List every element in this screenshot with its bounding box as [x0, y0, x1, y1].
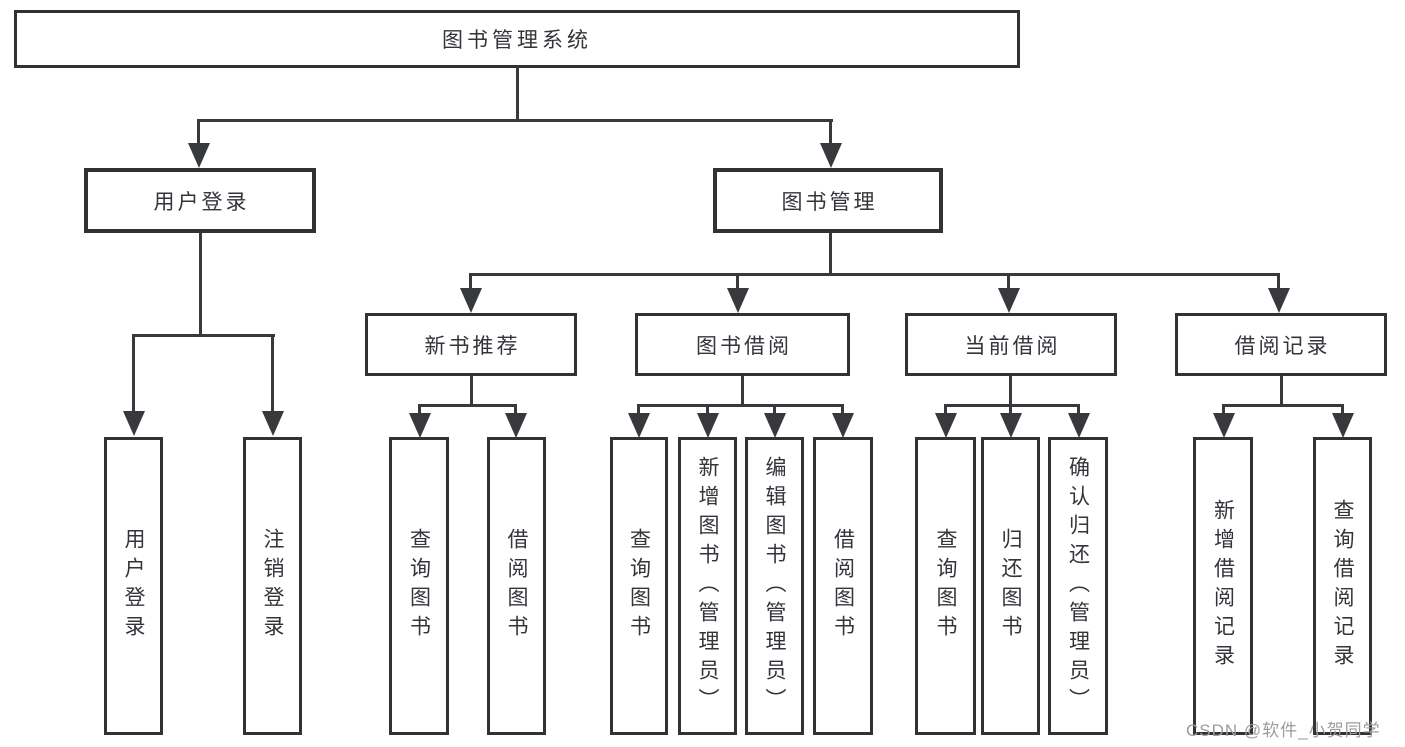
connector-line — [1222, 407, 1225, 414]
connector-line — [1009, 407, 1012, 414]
leaf-query-books-borrow: 查询图书 — [610, 437, 668, 735]
arrowhead-down-icon — [935, 413, 957, 438]
leaf-label: 借阅图书 — [831, 528, 855, 644]
leaf-query-borrow-record: 查询借阅记录 — [1313, 437, 1372, 735]
node-book-management: 图书管理 — [713, 168, 943, 233]
node-new-book-recommend: 新书推荐 — [365, 313, 577, 376]
leaf-add-books-admin: 新增图书（管理员） — [678, 437, 737, 735]
leaf-label: 注销登录 — [261, 528, 284, 644]
node-book-management-label: 图书管理 — [781, 190, 878, 214]
arrowhead-down-icon — [1268, 288, 1290, 313]
csdn-watermark: CSDN @软件_小贺同学 — [1186, 721, 1381, 740]
connector-line — [470, 376, 473, 407]
arrowhead-down-icon — [1000, 413, 1022, 438]
leaf-label: 编辑图书（管理员） — [763, 455, 786, 717]
connector-line — [1009, 376, 1012, 407]
arrowhead-down-icon — [409, 413, 431, 438]
leaf-edit-books-admin: 编辑图书（管理员） — [745, 437, 804, 735]
connector-line — [773, 407, 776, 414]
node-new-book-recommend-label: 新书推荐 — [424, 334, 521, 358]
leaf-logout: 注销登录 — [243, 437, 302, 735]
connector-line — [706, 407, 709, 414]
connector-line — [841, 407, 844, 414]
leaf-label: 归还图书 — [999, 528, 1022, 644]
connector-line — [1222, 404, 1344, 407]
leaf-label: 查询图书 — [407, 528, 431, 644]
connector-line — [829, 233, 832, 276]
connector-line — [1341, 407, 1344, 414]
leaf-label: 查询图书 — [934, 528, 957, 644]
connector-line — [197, 122, 200, 146]
leaf-label: 用户登录 — [122, 528, 145, 644]
connector-line — [1007, 276, 1010, 289]
connector-line — [469, 276, 472, 289]
arrowhead-down-icon — [1068, 413, 1090, 438]
leaf-label: 查询借阅记录 — [1331, 499, 1354, 673]
arrowhead-down-icon — [628, 413, 650, 438]
connector-line — [271, 337, 274, 412]
connector-line — [469, 273, 1280, 276]
leaf-label: 确认归还（管理员） — [1066, 455, 1090, 717]
leaf-label: 查询图书 — [627, 528, 651, 644]
leaf-user-login: 用户登录 — [104, 437, 163, 735]
arrowhead-down-icon — [832, 413, 854, 438]
leaf-label: 新增图书（管理员） — [696, 455, 719, 717]
connector-line — [132, 334, 275, 337]
connector-line — [514, 407, 517, 414]
leaf-query-books-current: 查询图书 — [915, 437, 976, 735]
arrowhead-down-icon — [820, 143, 842, 168]
connector-line — [829, 122, 832, 146]
leaf-confirm-return-admin: 确认归还（管理员） — [1048, 437, 1108, 735]
node-current-borrow-label: 当前借阅 — [964, 334, 1061, 358]
leaf-query-books-recommend: 查询图书 — [389, 437, 449, 735]
node-borrow-record: 借阅记录 — [1175, 313, 1387, 376]
node-book-borrow-label: 图书借阅 — [696, 334, 792, 358]
arrowhead-down-icon — [123, 411, 145, 436]
connector-line — [637, 407, 640, 414]
node-current-borrow: 当前借阅 — [905, 313, 1117, 376]
arrowhead-down-icon — [727, 288, 749, 313]
node-root-label: 图书管理系统 — [442, 29, 592, 52]
connector-line — [944, 407, 947, 414]
arrowhead-down-icon — [1332, 413, 1354, 438]
arrowhead-down-icon — [764, 413, 786, 438]
leaf-label: 新增借阅记录 — [1211, 499, 1235, 673]
arrowhead-down-icon — [697, 413, 719, 438]
node-borrow-record-label: 借阅记录 — [1234, 334, 1331, 358]
node-root: 图书管理系统 — [14, 10, 1020, 68]
connector-line — [1280, 376, 1283, 407]
leaf-label: 借阅图书 — [505, 528, 528, 644]
node-user-login: 用户登录 — [84, 168, 316, 233]
arrowhead-down-icon — [262, 411, 284, 436]
leaf-return-books: 归还图书 — [981, 437, 1040, 735]
arrowhead-down-icon — [188, 143, 210, 168]
node-book-borrow: 图书借阅 — [635, 313, 850, 376]
connector-line — [741, 376, 744, 407]
connector-line — [197, 119, 833, 122]
arrowhead-down-icon — [1213, 413, 1235, 438]
connector-line — [944, 404, 1080, 407]
arrowhead-down-icon — [460, 288, 482, 313]
arrowhead-down-icon — [998, 288, 1020, 313]
connector-line — [736, 276, 739, 289]
connector-line — [1077, 407, 1080, 414]
node-user-login-label: 用户登录 — [153, 190, 250, 214]
connector-line — [199, 233, 202, 337]
connector-line — [418, 407, 421, 414]
leaf-borrow-books-recommend: 借阅图书 — [487, 437, 546, 735]
connector-line — [637, 404, 844, 407]
connector-line — [1277, 276, 1280, 289]
leaf-borrow-books: 借阅图书 — [813, 437, 873, 735]
connector-line — [132, 337, 135, 412]
leaf-add-borrow-record: 新增借阅记录 — [1193, 437, 1253, 735]
connector-line — [418, 404, 517, 407]
arrowhead-down-icon — [505, 413, 527, 438]
connector-line — [516, 67, 519, 121]
